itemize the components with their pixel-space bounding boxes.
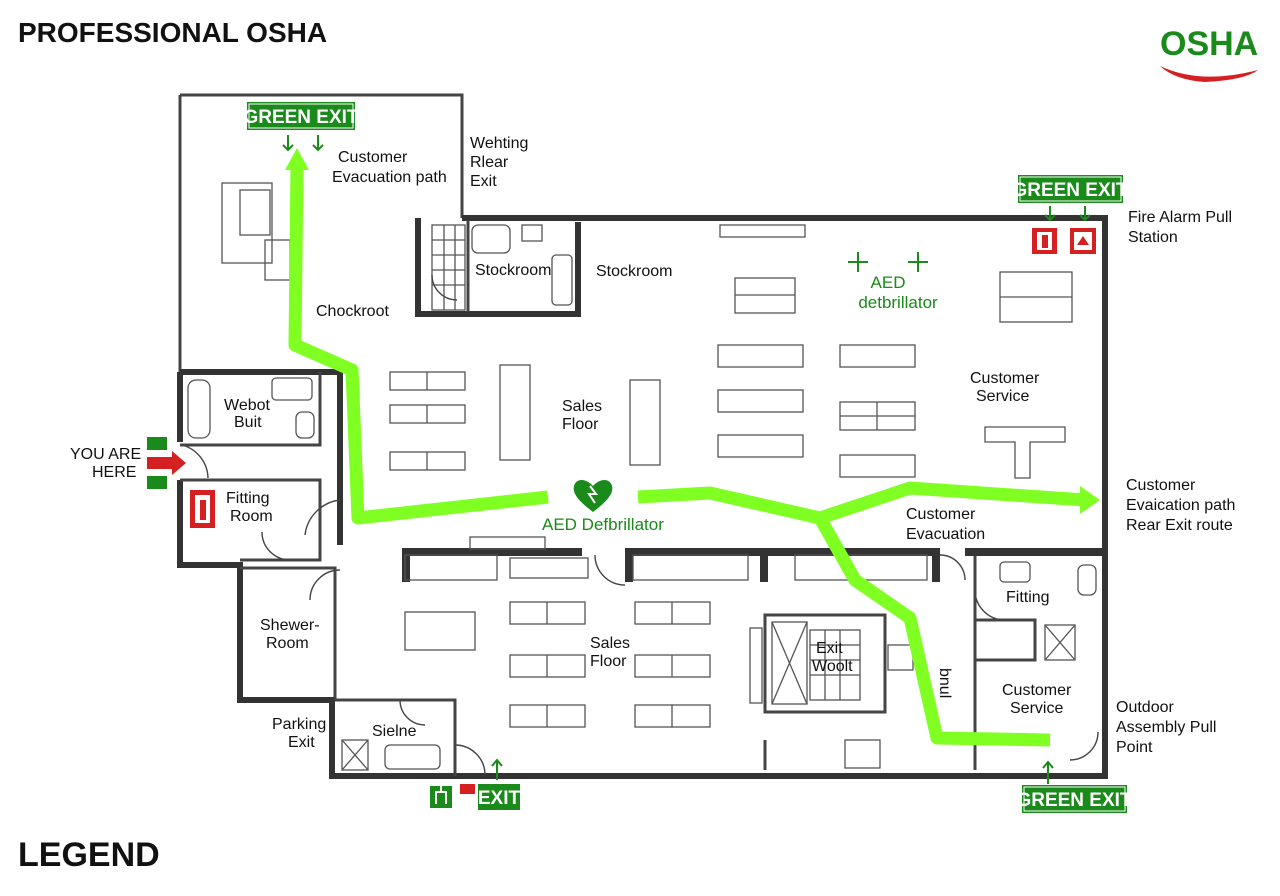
green-exit-sign-bottom: GREEN EXIT: [1016, 760, 1132, 813]
fire-alarm-icon: [1070, 228, 1096, 254]
fire-extinguisher-icon: [1032, 228, 1057, 254]
shelving: [389, 224, 1073, 728]
page-title: PROFESSIONAL OSHA: [18, 17, 327, 48]
evac-arrow-north: [285, 148, 309, 170]
doors: [181, 274, 486, 776]
osha-logo: OSHA: [1160, 25, 1258, 82]
svg-text:Stockroom: Stockroom: [596, 263, 672, 280]
svg-text:OSHA: OSHA: [1160, 25, 1258, 63]
evac-arrow-east: [1080, 486, 1100, 514]
svg-text:GREEN EXIT: GREEN EXIT: [1012, 180, 1127, 201]
evac-path-south: [814, 514, 1051, 747]
green-exit-sign-top: GREEN EXIT: [243, 102, 359, 152]
counters: [402, 548, 1105, 586]
evac-path-east: [637, 481, 1086, 525]
svg-text:Fitting: Fitting: [1006, 589, 1050, 606]
aed-cross-icon: [848, 252, 928, 272]
green-exit-sign-right: GREEN EXIT: [1012, 175, 1128, 222]
svg-text:bnul: bnul: [936, 668, 953, 698]
you-are-here-marker: [147, 437, 186, 489]
you-are-here-arrow-icon: [147, 451, 186, 475]
svg-text:Sielne: Sielne: [372, 723, 417, 740]
lower-right-rooms: [763, 556, 1099, 770]
exit-sign-bottom: EXIT: [430, 758, 521, 810]
osha-swoosh-icon: [1160, 66, 1258, 82]
svg-text:Chockroot: Chockroot: [316, 303, 389, 320]
svg-text:AED Defbrillator: AED Defbrillator: [542, 515, 664, 534]
aed-heart-icon: [573, 480, 613, 512]
building-walls: [177, 215, 1108, 779]
alarm-indicator-icon: [460, 784, 475, 794]
svg-text:Stockroom: Stockroom: [475, 262, 551, 279]
fire-extinguisher-icon: [190, 490, 215, 528]
svg-text:GREEN EXIT: GREEN EXIT: [1016, 790, 1131, 811]
svg-text:Shewer-Room: Shewer-Room: [260, 617, 320, 652]
legend-title: LEGEND: [18, 836, 160, 874]
evac-path-north: [288, 164, 549, 525]
svg-text:EXIT: EXIT: [478, 788, 521, 809]
evacuation-paths: [285, 148, 1100, 747]
svg-text:GREEN EXIT: GREEN EXIT: [243, 107, 358, 128]
